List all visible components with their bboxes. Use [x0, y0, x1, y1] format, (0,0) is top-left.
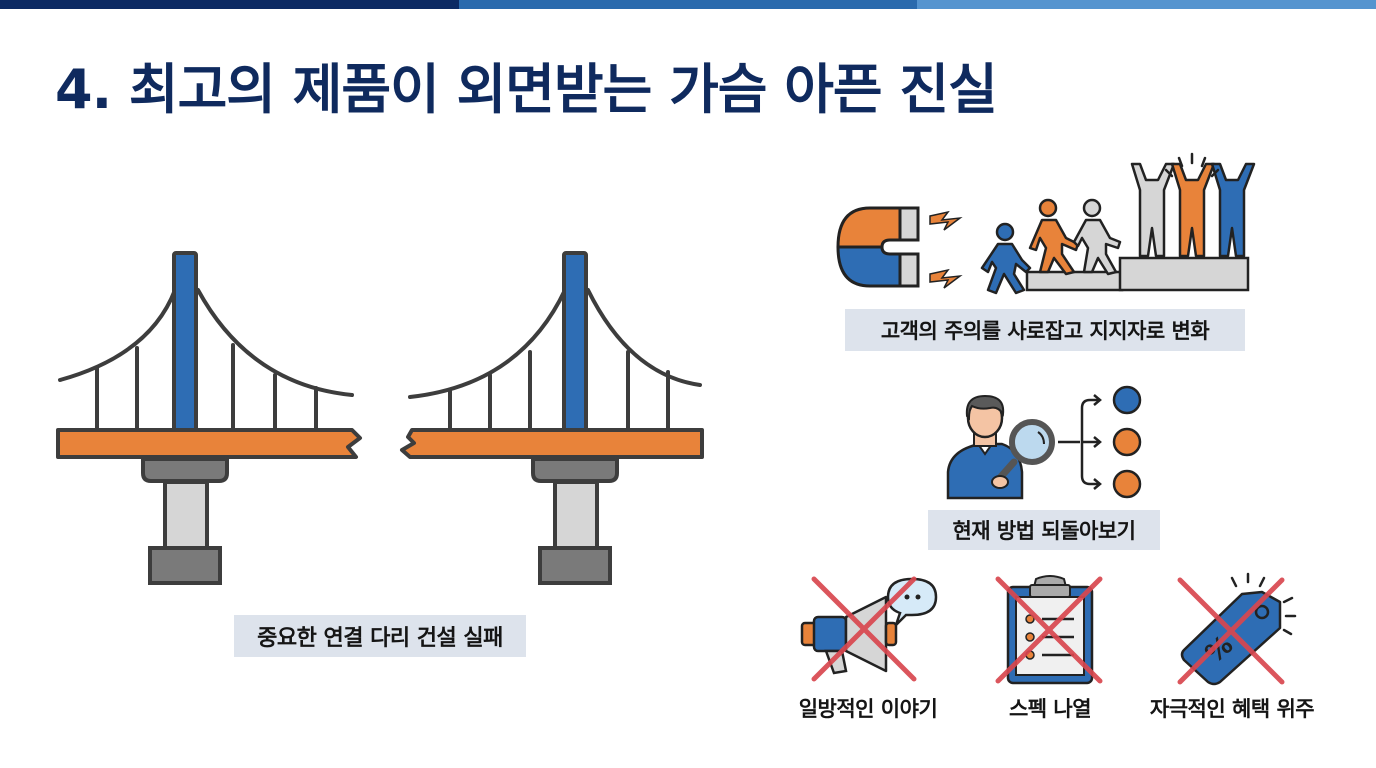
megaphone-crossed-icon	[800, 576, 938, 682]
person-magnifier-branches-icon	[946, 385, 1142, 500]
avoid-item-label-3: 자극적인 혜택 위주	[1149, 697, 1315, 721]
top-accent-bar	[0, 0, 1376, 9]
top-bar-segment-mid	[458, 0, 918, 9]
broken-bridge-icon	[56, 251, 704, 585]
page-title: 4. 최고의 제품이 외면받는 가슴 아픈 진실	[55, 58, 998, 121]
top-bar-segment-light	[917, 0, 1376, 9]
review-caption: 현재 방법 되돌아보기	[928, 510, 1160, 550]
clipboard-crossed-icon	[995, 575, 1103, 685]
avoid-item-label-2: 스펙 나열	[1008, 697, 1092, 721]
magnet-attracting-people-icon	[836, 152, 1256, 295]
attract-caption: 고객의 주의를 사로잡고 지지자로 변화	[845, 309, 1245, 351]
top-bar-segment-dark	[0, 0, 459, 9]
avoid-item-label-1: 일방적인 이야기	[798, 697, 938, 721]
bridge-caption: 중요한 연결 다리 건설 실패	[234, 615, 526, 657]
discount-tag-crossed-icon: %	[1177, 572, 1297, 686]
